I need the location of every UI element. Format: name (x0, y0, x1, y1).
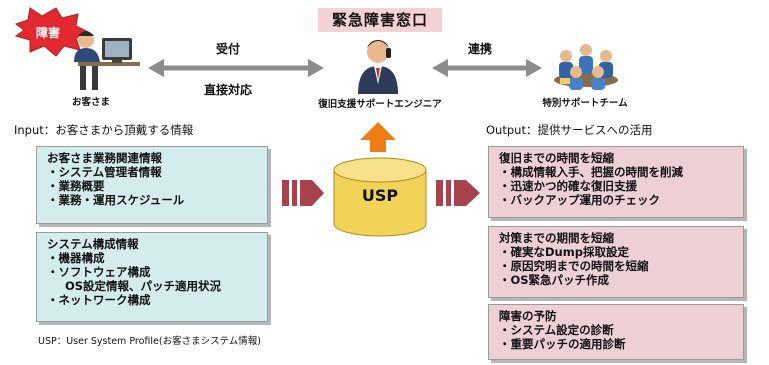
list-item: ・業務概要 (47, 179, 105, 193)
usp-database-icon (333, 157, 427, 237)
box-heading: 対策までの期間を短縮 (499, 231, 614, 245)
list-item: ・重要パッチの適用診断 (499, 337, 626, 351)
input-to-usp-arrow (282, 180, 324, 206)
list-item: ・確実なDump採取設定 (499, 245, 629, 259)
list-item: ・システム管理者情報 (47, 165, 162, 179)
team-label: 特別サポートチーム (542, 98, 628, 109)
list-item: OS設定情報、パッチ適用状況 (65, 279, 222, 293)
engineer-label: 復旧支援サポートエンジニア (318, 99, 442, 110)
cooperation-label: 連携 (468, 42, 493, 56)
countermeasure-period-box: 対策までの期間を短縮 ・確実なDump採取設定 ・原因究明までの時間を短縮 ・O… (488, 226, 744, 298)
usp-definition-note: USP：User System Profile(お客さまシステム情報) (38, 336, 261, 347)
usp-to-engineer-arrow (360, 122, 396, 152)
list-item: ・OS緊急パッチ作成 (499, 273, 610, 287)
input-section-title: Input：お客さまから頂戴する情報 (14, 123, 194, 137)
recovery-time-box: 復旧までの時間を短縮 ・構成情報入手、把握の時間を削減 ・迅速かつ的確な復旧支援… (488, 146, 744, 218)
failure-prevention-box: 障害の予防 ・システム設定の診断 ・重要パッチの適用診断 (488, 304, 744, 360)
box-heading: システム構成情報 (47, 237, 139, 251)
direct-response-label: 直接対応 (204, 83, 253, 97)
usp-label: USP (361, 186, 399, 205)
engineer-team-arrow (432, 59, 542, 77)
customer-icon (74, 31, 140, 90)
list-item: ・業務・運用スケジュール (47, 193, 185, 207)
incident-badge: 障害 (14, 7, 90, 57)
customer-business-info-box: お客さま業務関連情報 ・システム管理者情報 ・業務概要 ・業務・運用スケジュール (36, 146, 268, 224)
list-item: ・ネットワーク構成 (47, 293, 151, 307)
customer-label: お客さま (71, 97, 110, 108)
emergency-desk-title: 緊急障害窓口 (318, 8, 442, 32)
box-heading: 障害の予防 (499, 309, 557, 323)
list-item: ・原因究明までの時間を短縮 (499, 259, 649, 273)
customer-engineer-arrow (148, 59, 324, 77)
list-item: ・ソフトウェア構成 (47, 265, 151, 279)
box-heading: 復旧までの時間を短縮 (499, 151, 614, 165)
list-item: ・システム設定の診断 (499, 323, 614, 337)
team-icon (554, 44, 618, 90)
usp-to-output-arrow (436, 180, 480, 206)
list-item: ・迅速かつ的確な復旧支援 (499, 179, 637, 193)
box-heading: お客さま業務関連情報 (47, 151, 162, 165)
output-section-title: Output：提供サービスへの活用 (486, 123, 653, 137)
list-item: ・機器構成 (47, 251, 105, 265)
system-config-info-box: システム構成情報 ・機器構成 ・ソフトウェア構成 OS設定情報、パッチ適用状況 … (36, 232, 268, 322)
badge-text: 障害 (36, 25, 60, 40)
receive-label: 受付 (216, 42, 241, 56)
engineer-icon (358, 40, 398, 94)
list-item: ・構成情報入手、把握の時間を削減 (499, 165, 683, 179)
list-item: ・バックアップ運用のチェック (499, 193, 660, 207)
